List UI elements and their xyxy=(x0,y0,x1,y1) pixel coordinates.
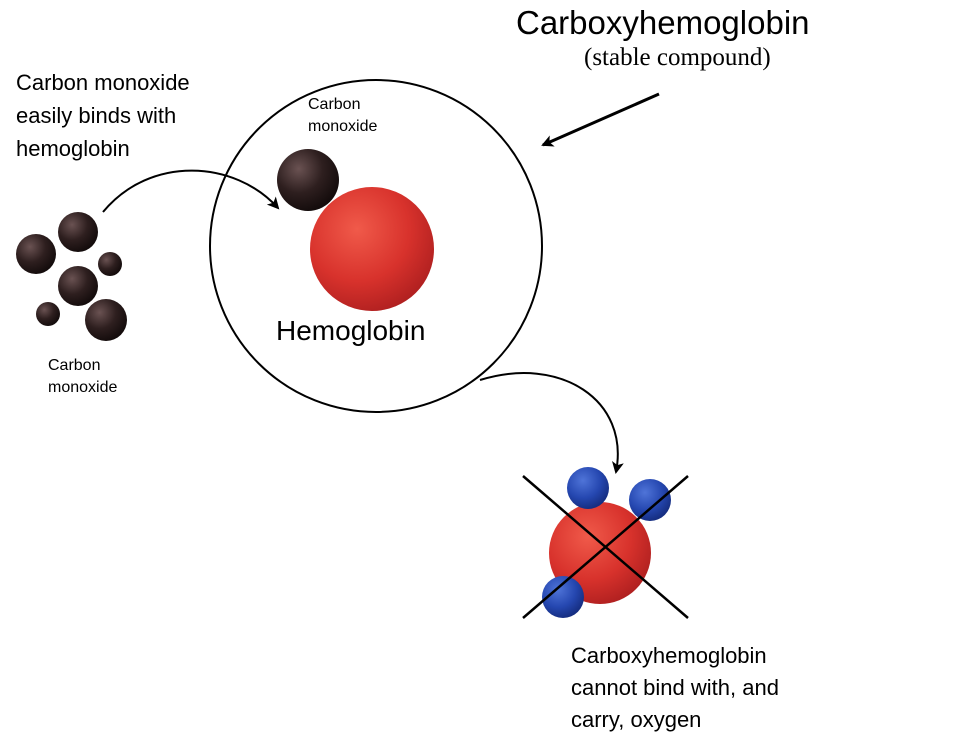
result-arrow xyxy=(479,372,624,474)
hemoglobin-molecule xyxy=(310,187,434,311)
bound-carbon-monoxide-label: Carbon monoxide xyxy=(308,94,377,138)
result-description: Carboxyhemoglobin cannot bind with, and … xyxy=(571,640,779,736)
label-line: monoxide xyxy=(308,118,378,135)
diagram-title: Carboxyhemoglobin xyxy=(516,4,810,41)
oxygen-molecule xyxy=(567,467,609,509)
binding-description-line: easily binds with xyxy=(16,103,177,128)
diagram-subtitle: (stable compound) xyxy=(584,44,771,71)
cross-out-line xyxy=(522,475,689,619)
carbon-monoxide-molecule xyxy=(98,252,122,276)
binding-description-line: Carbon monoxide xyxy=(16,70,190,95)
binding-description-line: hemoglobin xyxy=(16,136,130,161)
carbon-monoxide-molecule xyxy=(58,266,98,306)
result-description-line: Carboxyhemoglobin xyxy=(571,643,767,668)
hemoglobin-label: Hemoglobin xyxy=(276,315,426,346)
blocked-oxygen-binding xyxy=(522,467,689,619)
carbon-monoxide-cluster xyxy=(16,212,127,341)
title-pointer-arrow xyxy=(541,92,660,147)
result-description-line: carry, oxygen xyxy=(571,707,702,732)
carbon-monoxide-molecule xyxy=(85,299,127,341)
carbon-monoxide-cluster-label: Carbon monoxide xyxy=(48,355,117,399)
carboxyhemoglobin-compound-circle xyxy=(209,79,543,413)
bound-carbon-monoxide-molecule xyxy=(277,149,339,211)
carbon-monoxide-molecule xyxy=(16,234,56,274)
carbon-monoxide-molecule xyxy=(58,212,98,252)
result-description-line: cannot bind with, and xyxy=(571,675,779,700)
binding-arrow xyxy=(102,169,280,213)
label-line: Carbon xyxy=(48,357,101,374)
oxygen-molecule xyxy=(629,479,671,521)
oxygen-molecule xyxy=(542,576,584,618)
label-line: Carbon xyxy=(308,96,361,113)
binding-description: Carbon monoxide easily binds with hemogl… xyxy=(16,66,190,165)
label-line: monoxide xyxy=(48,379,118,396)
carbon-monoxide-molecule xyxy=(36,302,60,326)
